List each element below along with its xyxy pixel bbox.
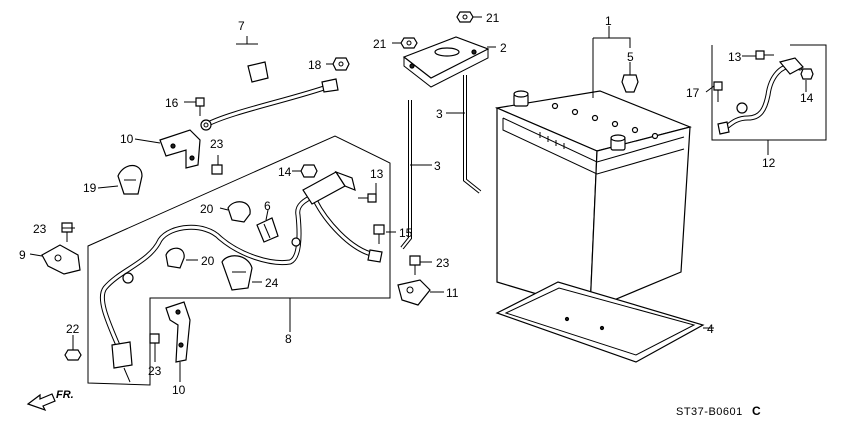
callout-2: 2: [500, 41, 507, 55]
callout-23-bottom: 23: [148, 364, 162, 378]
callout-22: 22: [66, 322, 80, 336]
callout-16: 16: [165, 96, 179, 110]
callout-18: 18: [308, 58, 322, 72]
callout-20-upper: 20: [200, 202, 214, 216]
ground-cable-assembly: [711, 44, 827, 141]
battery: [494, 90, 692, 311]
callout-7: 7: [238, 19, 245, 33]
clip-6: [256, 217, 279, 243]
main-harness-cable: [99, 170, 383, 383]
nut-14-right: [800, 68, 814, 80]
clip-24: [221, 255, 253, 291]
clip-20-upper: [227, 201, 251, 223]
callout-13-right: 13: [728, 50, 742, 64]
callout-13-left: 13: [370, 167, 384, 181]
callout-1: 1: [605, 14, 612, 28]
callout-12: 12: [762, 156, 776, 170]
leader-lines: [29, 16, 807, 382]
bolt-23-bottom: [149, 333, 160, 344]
bolt-16: [195, 97, 205, 116]
bolt-15: [373, 224, 385, 244]
callout-6: 6: [264, 199, 271, 213]
callout-8: 8: [285, 332, 292, 346]
bolt-23-right: [409, 255, 421, 275]
callout-11: 11: [446, 286, 459, 300]
cell-caps: [551, 102, 659, 140]
clip-19: [117, 164, 143, 195]
callout-21-left: 21: [373, 37, 387, 51]
callout-14-left: 14: [278, 165, 292, 179]
callout-9: 9: [19, 248, 26, 262]
callout-15: 15: [399, 226, 413, 240]
clamp-11: [397, 279, 431, 306]
callout-3-upper: 3: [436, 107, 443, 121]
callout-19: 19: [83, 181, 97, 195]
callout-24: 24: [265, 276, 279, 290]
callout-3-lower: 3: [434, 159, 441, 173]
bolt-23-upper: [211, 164, 223, 175]
callout-20-lower: 20: [201, 254, 215, 268]
callout-23-upper: 23: [210, 137, 224, 151]
clip-20-lower: [165, 247, 185, 269]
nut-18: [332, 57, 350, 71]
nut-21-left: [400, 37, 418, 49]
front-arrow-icon: [26, 393, 56, 412]
front-label: FR.: [56, 389, 74, 401]
hold-down-bracket: [402, 36, 490, 88]
terminal-cap-5: [621, 74, 639, 93]
diagram-code-suffix: C: [752, 404, 761, 418]
callout-23-right: 23: [436, 256, 450, 270]
cable-7: [200, 36, 339, 131]
bracket-9: [41, 244, 81, 275]
bolt-13-left: [358, 193, 377, 203]
callout-labels: 1 2 3 3 4 5 6 7 8 9 10 10 11 12 13 13 14…: [19, 11, 814, 397]
bolt-13-right: [755, 50, 774, 60]
battery-tray: [495, 281, 705, 363]
bolt-23-left: [61, 222, 73, 242]
callout-4: 4: [707, 322, 714, 336]
callout-17: 17: [686, 86, 700, 100]
nut-22: [64, 349, 82, 361]
diagram-code: ST37-B0601 C: [676, 404, 761, 418]
harness-outline: [87, 135, 391, 386]
diagram-code-text: ST37-B0601: [676, 406, 743, 418]
callout-23-left: 23: [33, 222, 47, 236]
callout-10-top: 10: [120, 132, 134, 146]
callout-5: 5: [627, 50, 634, 64]
bracket-10-bottom: [165, 301, 191, 363]
front-direction-indicator: FR.: [26, 389, 74, 412]
bolt-17: [713, 81, 723, 102]
nut-21-top: [456, 11, 474, 23]
nut-14-left: [300, 164, 318, 178]
hold-down-rod-left: [400, 100, 412, 250]
callout-10-bottom: 10: [172, 383, 186, 397]
callout-21-top: 21: [486, 11, 500, 25]
bracket-10-top: [159, 129, 201, 169]
callout-14-right: 14: [800, 91, 814, 105]
hold-down-rod-right: [463, 75, 482, 194]
